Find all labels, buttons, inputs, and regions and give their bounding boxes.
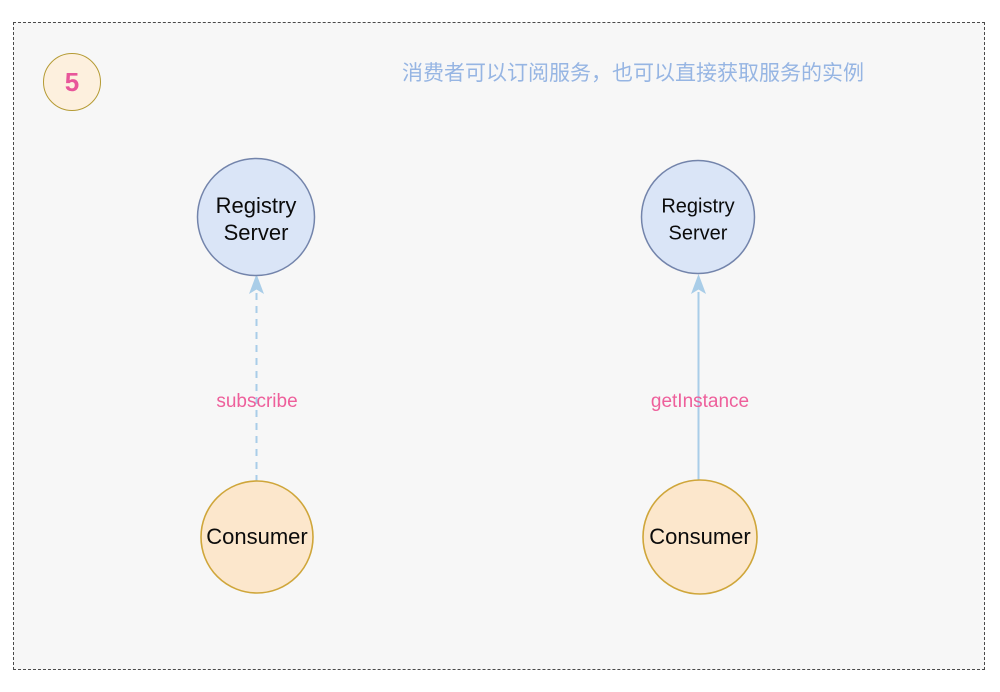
scenario-subscribe-flow: subscribe Registry Server Consumer: [196, 157, 316, 594]
registry-server-label-line2-left: Server: [224, 220, 289, 245]
edge-label-getinstance: getInstance: [651, 391, 749, 412]
registry-server-label-line1-left: Registry: [216, 193, 297, 218]
arrow-head-getinstance: [691, 274, 706, 294]
consumer-circle-left[interactable]: [200, 480, 314, 594]
registry-server-label-line2-right: Server: [669, 222, 728, 244]
node-consumer-left[interactable]: Consumer: [200, 480, 314, 594]
registry-server-label-line1-right: Registry: [661, 195, 734, 217]
registry-server-circle-left[interactable]: [196, 157, 316, 277]
registry-server-circle-right[interactable]: [640, 159, 756, 275]
edge-label-subscribe: subscribe: [216, 391, 297, 412]
diagram-title: 消费者可以订阅服务，也可以直接获取服务的实例: [402, 61, 864, 85]
node-registry-server-left[interactable]: Registry Server: [196, 157, 316, 277]
diagram-frame: [13, 22, 985, 670]
node-consumer-right[interactable]: Consumer: [642, 479, 758, 595]
step-number-label: 5: [64, 67, 80, 97]
consumer-label-right: Consumer: [649, 524, 750, 549]
step-number-badge: 5: [43, 53, 101, 111]
consumer-label-left: Consumer: [206, 524, 307, 549]
scenario-getinstance-flow: getInstance Registry Server Consumer: [640, 159, 758, 595]
consumer-circle-right[interactable]: [642, 479, 758, 595]
node-registry-server-right[interactable]: Registry Server: [640, 159, 756, 275]
arrow-head-subscribe: [249, 274, 264, 294]
